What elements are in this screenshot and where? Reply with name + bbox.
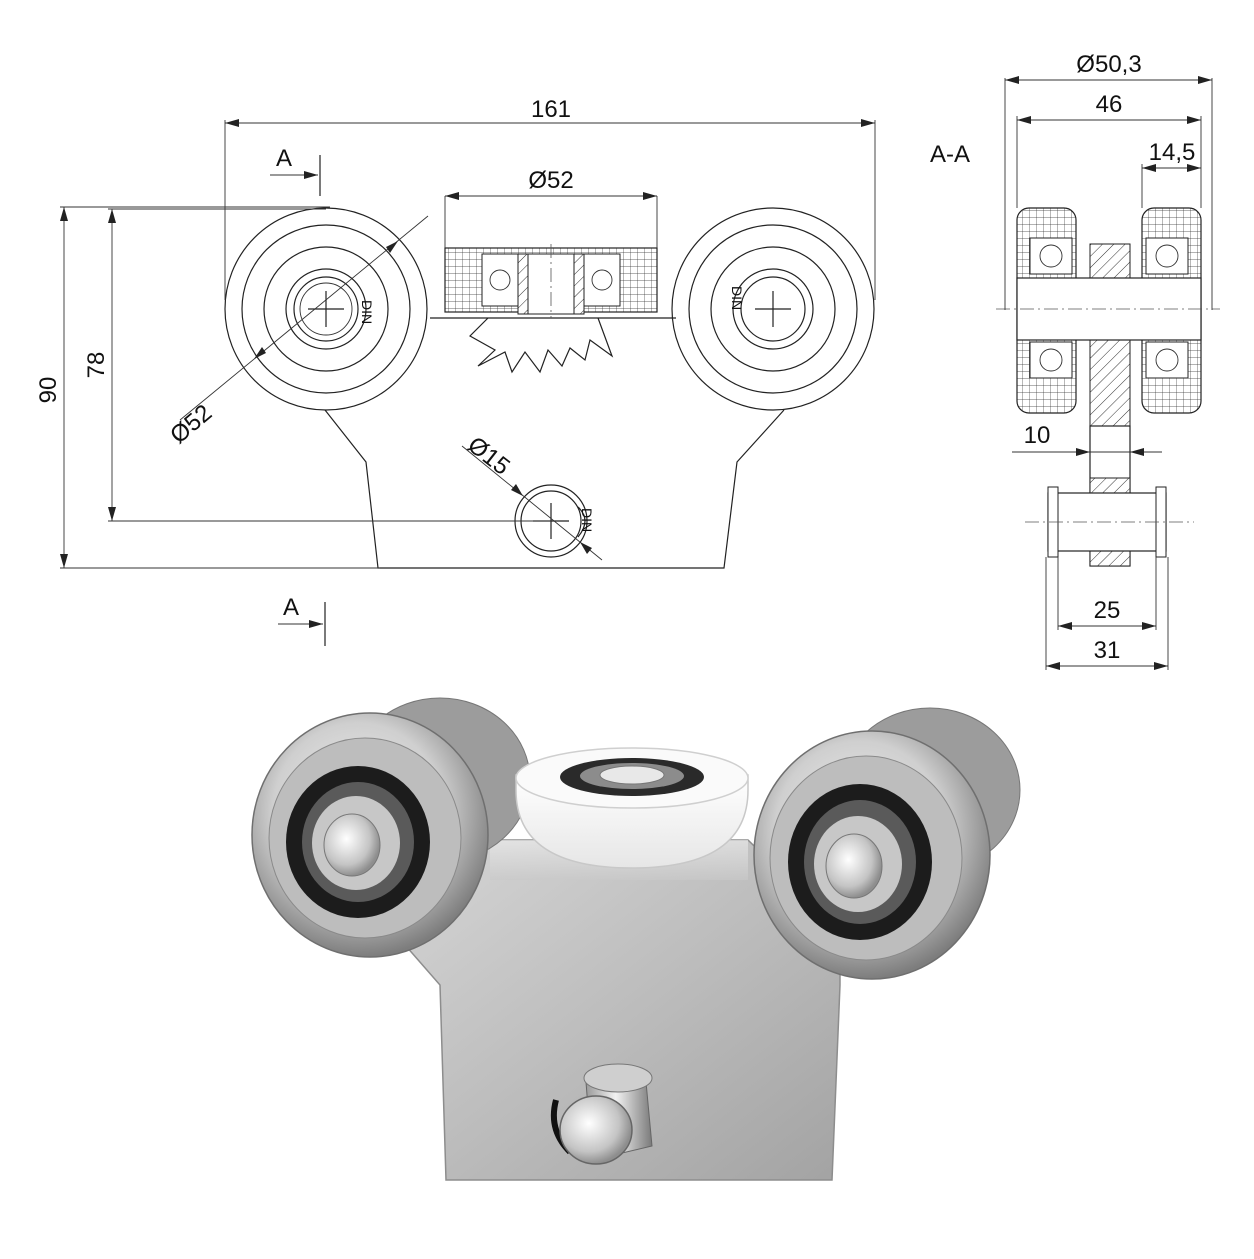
dimension-label-31: 31 — [1094, 637, 1121, 664]
section-marker-bottom: A — [278, 594, 326, 646]
dimension-14-5: 14,5 — [1141, 139, 1201, 208]
dimension-label-25: 25 — [1094, 597, 1121, 624]
dimension-label-90: 90 — [35, 377, 62, 404]
dimension-center-roller: Ø52 — [444, 167, 658, 248]
section-marker-top-label: A — [276, 145, 292, 172]
section-marker-top: A — [270, 145, 321, 196]
mounting-pin — [550, 1063, 653, 1165]
center-roller-section — [444, 244, 658, 374]
dimension-25: 25 — [1057, 557, 1157, 630]
left-roller-wheel — [251, 712, 489, 958]
section-view: A-A Ø50,3 — [930, 51, 1220, 670]
dimension-label-side-wheel: Ø52 — [165, 399, 217, 449]
section-marker-bottom-label: A — [283, 594, 299, 621]
dimension-50-3: Ø50,3 — [1004, 51, 1213, 310]
dimension-side-wheel: Ø52 — [165, 215, 429, 449]
dimension-78: 78 — [83, 208, 551, 522]
dimension-label-14-5: 14,5 — [1149, 139, 1196, 166]
dimension-label-161: 161 — [531, 96, 571, 123]
din-clip-label-right: DIN — [729, 286, 745, 310]
right-wheel-drawing: DIN — [671, 207, 875, 411]
dimension-90: 90 — [35, 206, 380, 569]
dimension-label-78: 78 — [83, 352, 110, 379]
white-center-roller — [515, 747, 749, 869]
dimension-10: 10 — [1012, 422, 1162, 456]
dimension-label-50-3: Ø50,3 — [1076, 51, 1141, 78]
carriage-body-outline — [324, 409, 785, 569]
dimension-31: 31 — [1045, 557, 1169, 670]
dimension-label-46: 46 — [1096, 91, 1123, 118]
section-title: A-A — [930, 141, 970, 168]
left-wheel-drawing: DIN — [224, 207, 428, 411]
din-clip-label-axle: DIN — [579, 508, 595, 532]
dimension-46: 46 — [1016, 91, 1202, 208]
din-clip-label-left: DIN — [359, 300, 375, 324]
dimension-161: 161 — [224, 96, 876, 300]
front-view: DIN DIN — [35, 96, 876, 646]
dimension-label-10: 10 — [1024, 422, 1051, 449]
dimension-label-center-roller: Ø52 — [528, 167, 573, 194]
right-roller-wheel — [753, 730, 991, 980]
dimension-label-axle: Ø15 — [462, 431, 514, 480]
product-photo — [251, 697, 1021, 1181]
